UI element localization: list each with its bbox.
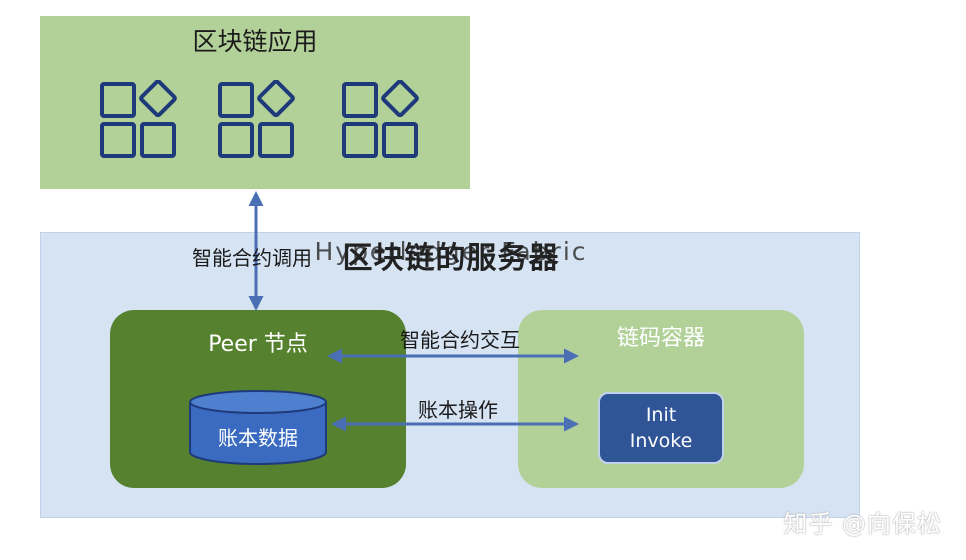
watermark: 知乎 @向保松 (783, 510, 942, 538)
app-grid-icon (100, 80, 177, 158)
blockchain-app-box: 区块链应用 (40, 16, 470, 189)
contract-call-label: 智能合约调用 (192, 246, 312, 270)
ledger-ops-label: 账本操作 (418, 398, 498, 422)
peer-node-box: Peer 节点 账本数据 (110, 310, 406, 488)
app-grid-icon (218, 80, 295, 158)
chaincode-init-label: Init (645, 404, 677, 426)
ledger-database-icon (189, 390, 327, 465)
overlay-title: 区块链的服务器 (342, 241, 560, 276)
contract-interact-label: 智能合约交互 (400, 328, 520, 352)
chaincode-container-box: 链码容器 Init Invoke (518, 310, 804, 488)
fabric-underlay-text: Hyperledger Fabric (314, 237, 588, 266)
ledger-label: 账本数据 (218, 426, 298, 450)
app-box-title: 区块链应用 (192, 27, 318, 56)
chaincode-functions-box: Init Invoke (598, 392, 724, 464)
app-grid-icon (342, 80, 419, 158)
chaincode-invoke-label: Invoke (629, 430, 693, 452)
peer-node-title: Peer 节点 (208, 332, 308, 357)
chaincode-container-title: 链码容器 (616, 326, 705, 351)
